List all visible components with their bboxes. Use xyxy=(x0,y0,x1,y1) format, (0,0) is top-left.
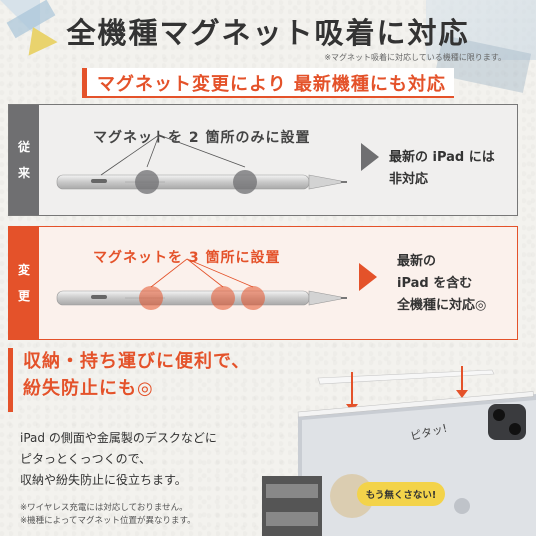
result-line: 最新の iPad には xyxy=(389,150,495,165)
heading-line: 収納・持ち運びに便利で、 xyxy=(23,351,251,372)
panel-old: 従 来 マグネットを 2 箇所のみに設置 最新の iPad には 非対応 xyxy=(8,104,518,216)
magnet-spot xyxy=(135,170,159,194)
footnotes: ※ワイヤレス充電には対応しておりません。 ※機種によってマグネット位置が異なりま… xyxy=(20,502,196,528)
play-arrow-icon xyxy=(361,143,379,171)
magnet-pointer-line xyxy=(158,134,246,168)
panel-new-tag-char: 変 xyxy=(17,263,30,277)
footnote: ※機種によってマグネット位置が異なります。 xyxy=(20,516,196,526)
panel-old-tag: 従 来 xyxy=(9,105,39,215)
magnet-spot xyxy=(211,286,235,310)
attached-stylus xyxy=(297,391,534,418)
result-line: 全機種に対応◎ xyxy=(397,298,487,313)
panel-old-result: 最新の iPad には 非対応 xyxy=(389,147,495,191)
magnet-markers-new xyxy=(139,258,265,310)
result-line: 非対応 xyxy=(389,172,429,187)
panel-new-caption: マグネットを 3 箇所に設置 xyxy=(93,250,281,266)
panel-new-result: 最新の iPad を含む 全機種に対応◎ xyxy=(397,251,486,317)
decor-shape xyxy=(426,0,536,60)
stylus-image xyxy=(317,369,495,385)
heading-line: 紛失防止にも◎ xyxy=(23,378,154,399)
magnet-spot xyxy=(241,286,265,310)
subtitle: マグネット変更により 最新機種にも対応 xyxy=(97,74,446,95)
body-text: iPad の側面や金属製のデスクなどに ピタっとくっつくので、 収納や紛失防止に… xyxy=(20,428,260,491)
top-note: ※マグネット吸着に対応している機種に限ります。 xyxy=(324,53,506,62)
magnet-pointer-line xyxy=(100,134,160,176)
panel-new-tag: 変 更 xyxy=(9,227,39,339)
magnet-spot xyxy=(233,170,257,194)
camera-lens xyxy=(509,423,521,435)
body-line: 収納や紛失防止に役立ちます。 xyxy=(20,473,187,487)
subtitle-bar: マグネット変更により 最新機種にも対応 xyxy=(82,68,454,98)
panel-old-tag-char: 来 xyxy=(17,166,30,180)
panel-new: 変 更 マグネットを 3 箇所に設置 最新の iPad を含む 全機種に対応◎ xyxy=(8,226,518,340)
bottom-heading: 収納・持ち運びに便利で、 紛失防止にも◎ xyxy=(8,348,258,412)
page-title: 全機種マグネット吸着に対応 xyxy=(66,16,470,50)
speech-bubble: もう無くさない! xyxy=(357,482,445,506)
arrow-down-icon xyxy=(456,390,468,398)
magnet-spot xyxy=(139,286,163,310)
subtitle-underline xyxy=(82,96,454,98)
result-line: iPad を含む xyxy=(397,276,473,291)
magnet-pointer-line xyxy=(186,258,224,288)
desk-slot xyxy=(266,484,318,498)
result-line: 最新の xyxy=(397,254,437,269)
magnet-pointer-line xyxy=(186,258,254,288)
camera-module xyxy=(488,404,526,440)
body-line: ピタっとくっつくので、 xyxy=(20,452,152,466)
desk-slot xyxy=(266,512,318,526)
magnet-markers-old xyxy=(100,134,257,194)
camera-lens xyxy=(493,409,505,421)
footnote: ※ワイヤレス充電には対応しておりません。 xyxy=(20,503,188,513)
body-line: iPad の側面や金属製のデスクなどに xyxy=(20,431,217,445)
logo-mark xyxy=(454,498,470,514)
ipad-photo xyxy=(262,366,536,536)
magnet-pointer-line xyxy=(146,134,160,168)
play-arrow-icon xyxy=(359,263,377,291)
panel-new-tag-char: 更 xyxy=(17,289,30,303)
magnet-pointer-line xyxy=(150,258,188,288)
panel-old-tag-char: 従 xyxy=(17,140,30,154)
panel-old-caption: マグネットを 2 箇所のみに設置 xyxy=(93,130,311,146)
